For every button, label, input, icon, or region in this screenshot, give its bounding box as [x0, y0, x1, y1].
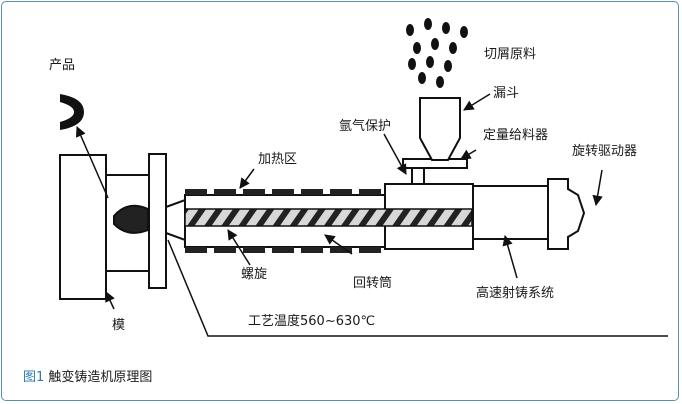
heater-bands-top — [185, 189, 381, 195]
hopper — [419, 97, 461, 161]
moving-platen — [148, 153, 167, 289]
figure-caption: 图1 触变铸造机原理图 — [23, 371, 152, 384]
label-product: 产品 — [49, 58, 76, 73]
feed-throat — [411, 167, 425, 185]
label-rotary-drive: 旋转驱动器 — [572, 144, 638, 159]
fixed-platen — [59, 154, 107, 300]
figure-number: 图1 — [23, 370, 45, 385]
temperature-bracket — [167, 239, 668, 337]
label-feeder: 定量给料器 — [483, 128, 549, 143]
heater-bands-bottom — [185, 247, 381, 253]
label-barrel: 回转筒 — [353, 276, 393, 291]
nozzle — [165, 198, 186, 242]
drive-end-cap — [547, 178, 586, 250]
label-high-speed: 高速射铸系统 — [476, 286, 555, 301]
chip-particles — [406, 18, 468, 88]
product-part — [60, 94, 84, 130]
label-chip-material: 切屑原料 — [484, 47, 537, 62]
label-screw: 螺旋 — [241, 267, 268, 282]
drive-housing — [472, 185, 549, 240]
label-hopper: 漏斗 — [493, 86, 520, 101]
screw — [184, 208, 473, 227]
label-heating-zone: 加热区 — [258, 152, 298, 167]
label-mold: 模 — [112, 318, 126, 333]
label-argon: 氩气保护 — [339, 119, 392, 134]
figure-title: 触变铸造机原理图 — [48, 370, 153, 385]
label-temperature: 工艺温度560~630℃ — [248, 314, 376, 329]
